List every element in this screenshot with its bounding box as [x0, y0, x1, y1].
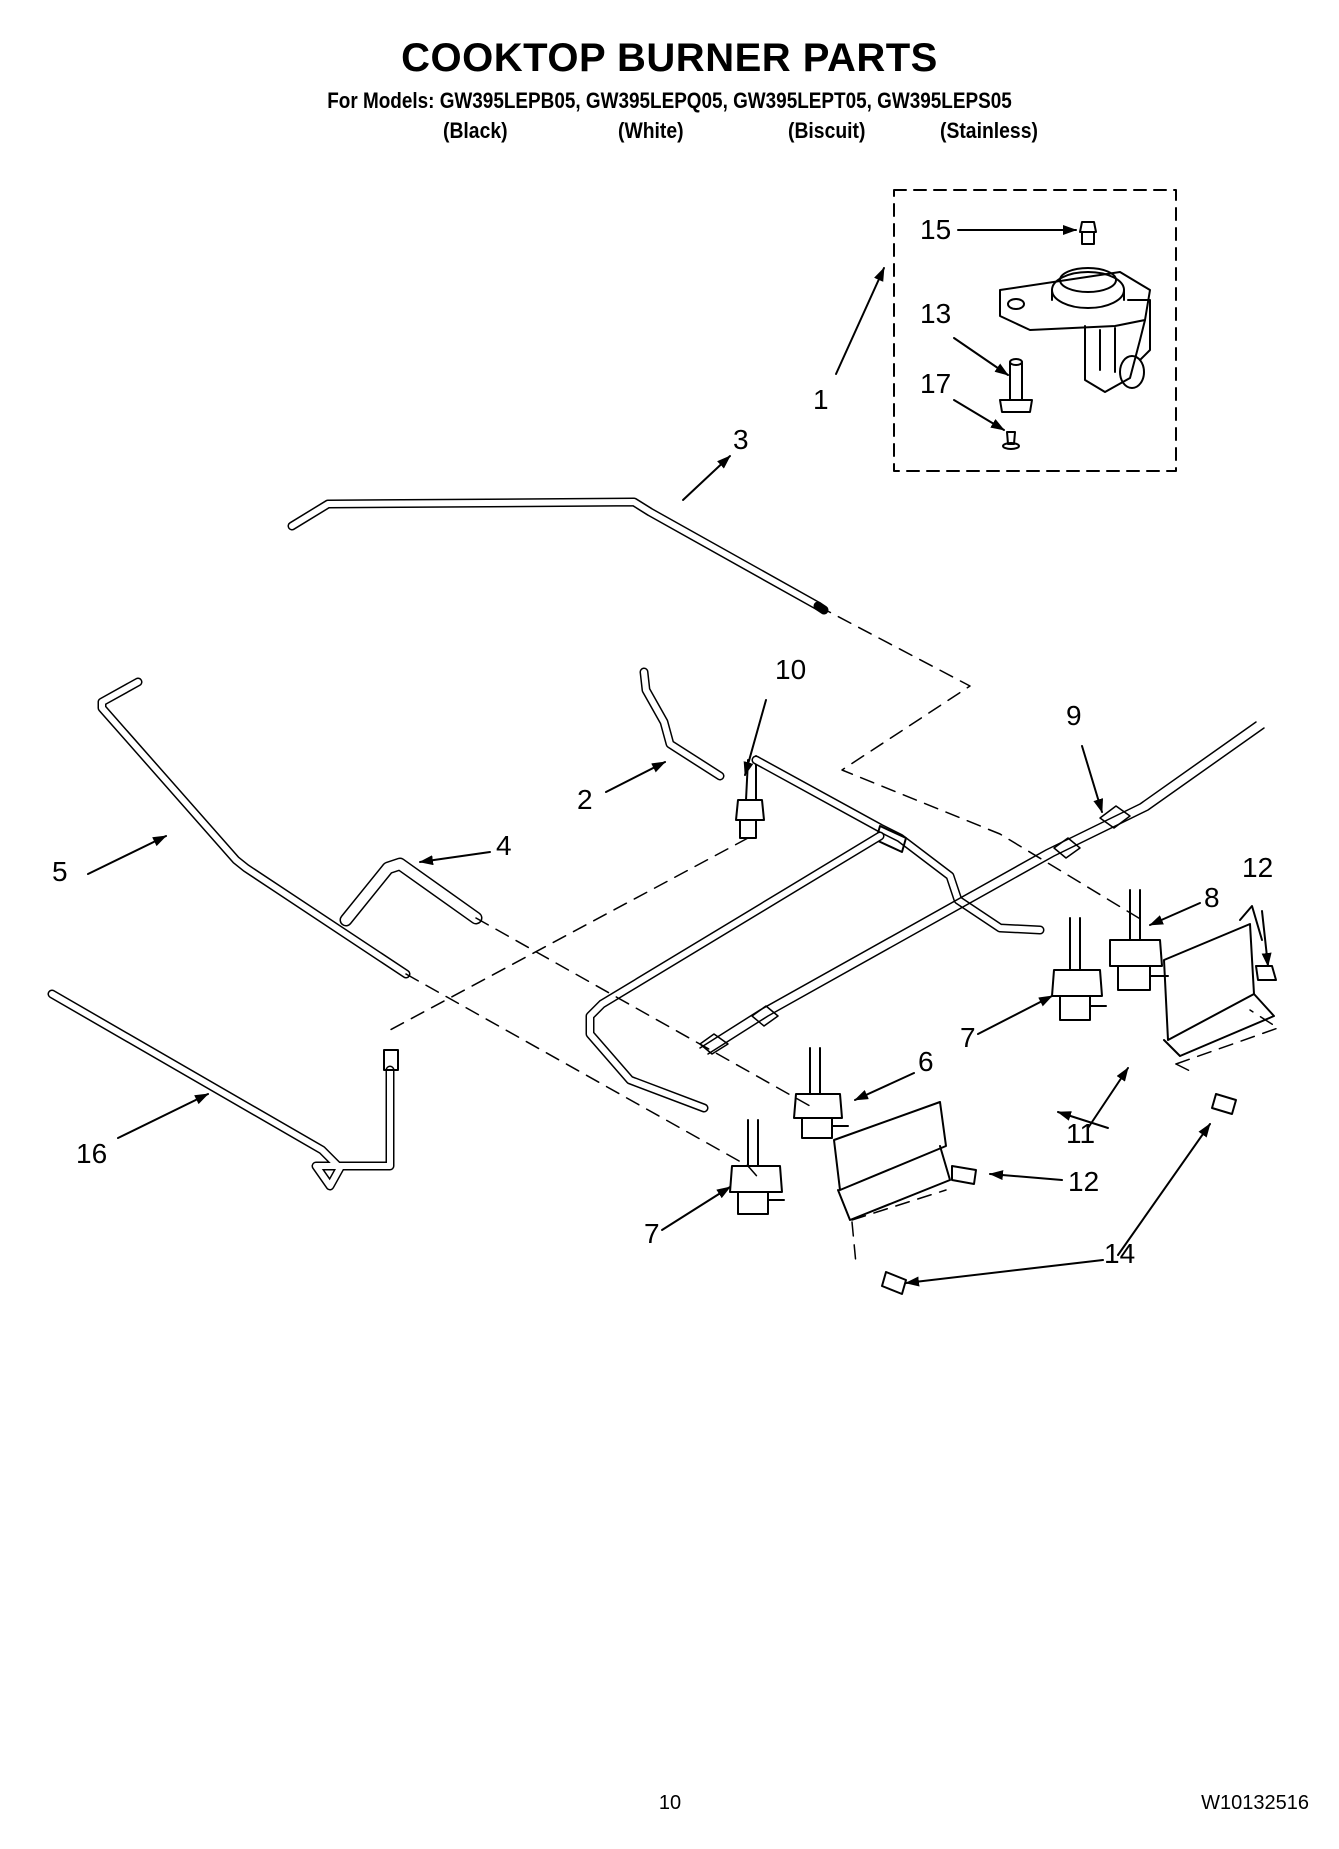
tube-2: [639, 667, 725, 781]
orifice-spud: [1079, 221, 1097, 245]
leader-12a: [1261, 910, 1272, 967]
callout-15: 15: [920, 214, 952, 245]
orifice-holder: [999, 358, 1033, 413]
callout-1: 1: [813, 384, 829, 415]
valve-8: [1109, 889, 1169, 991]
manifold-10: [585, 755, 1045, 1113]
leader-1: [835, 267, 885, 375]
callout-7b: 7: [644, 1218, 660, 1249]
burner-base-drawing: [999, 267, 1151, 393]
callout-6: 6: [918, 1046, 934, 1077]
page-number: 10: [658, 1792, 682, 1814]
leader-12b: [989, 1170, 1063, 1181]
tube-16: [47, 989, 399, 1191]
leader-7b: [661, 1186, 731, 1231]
callout-13: 13: [920, 298, 952, 329]
leader-14b: [905, 1259, 1104, 1287]
screw-12a: [1255, 965, 1277, 981]
callout-14: 14: [1104, 1238, 1136, 1269]
page-title: COOKTOP BURNER PARTS: [401, 36, 938, 80]
callout-7a: 7: [960, 1022, 976, 1053]
callout-2: 2: [577, 784, 593, 815]
leader-8: [1149, 902, 1201, 926]
ignitor-harness-9: [699, 721, 1265, 1055]
color-black: (Black): [443, 118, 508, 143]
callout-12a: 12: [1242, 852, 1274, 883]
color-biscuit: (Biscuit): [788, 118, 866, 143]
valve-7b: [729, 1119, 785, 1215]
callout-9: 9: [1066, 700, 1082, 731]
leader-3: [682, 455, 731, 501]
leader-5: [87, 835, 167, 875]
leader-9: [1081, 745, 1104, 813]
color-white: (White): [618, 118, 684, 143]
callout-8: 8: [1204, 882, 1220, 913]
leader-11a: [1057, 1111, 1109, 1129]
leader-13: [953, 337, 1009, 376]
tube-5: [97, 677, 411, 979]
document-number: W10132516: [1201, 1792, 1309, 1814]
screw-17: [1002, 431, 1020, 450]
callout-11: 11: [1066, 1118, 1096, 1149]
bracket-11a: [1163, 905, 1275, 1057]
leader-17: [953, 399, 1005, 431]
callout-12b: 12: [1068, 1166, 1100, 1197]
leader-4: [419, 851, 491, 866]
callout-5: 5: [52, 856, 68, 887]
screw-14a: [1211, 1093, 1237, 1115]
screw-12b: [951, 1165, 977, 1185]
leader-16: [117, 1093, 209, 1139]
leader-11b: [1087, 1067, 1129, 1129]
leader-2: [605, 761, 666, 793]
assembly-lines: [389, 605, 1279, 1265]
leader-14a: [1117, 1123, 1211, 1256]
screw-14b: [881, 1271, 907, 1295]
callout-4: 4: [496, 830, 512, 861]
leader-7a: [977, 995, 1053, 1035]
color-stainless: (Stainless): [940, 118, 1038, 143]
model-list: For Models: GW395LEPB05, GW395LEPQ05, GW…: [327, 88, 1012, 113]
callout-17: 17: [920, 368, 952, 399]
burner-assembly-box: [893, 189, 1177, 472]
leader-6: [854, 1072, 915, 1101]
callout-10: 10: [775, 654, 807, 685]
valve-7a: [1051, 917, 1107, 1021]
callout-3: 3: [733, 424, 749, 455]
callout-16: 16: [76, 1138, 108, 1169]
bracket-11b: [833, 1101, 951, 1221]
valve-6: [793, 1047, 849, 1139]
tube-3: [287, 497, 829, 615]
tube-4: [339, 857, 483, 927]
